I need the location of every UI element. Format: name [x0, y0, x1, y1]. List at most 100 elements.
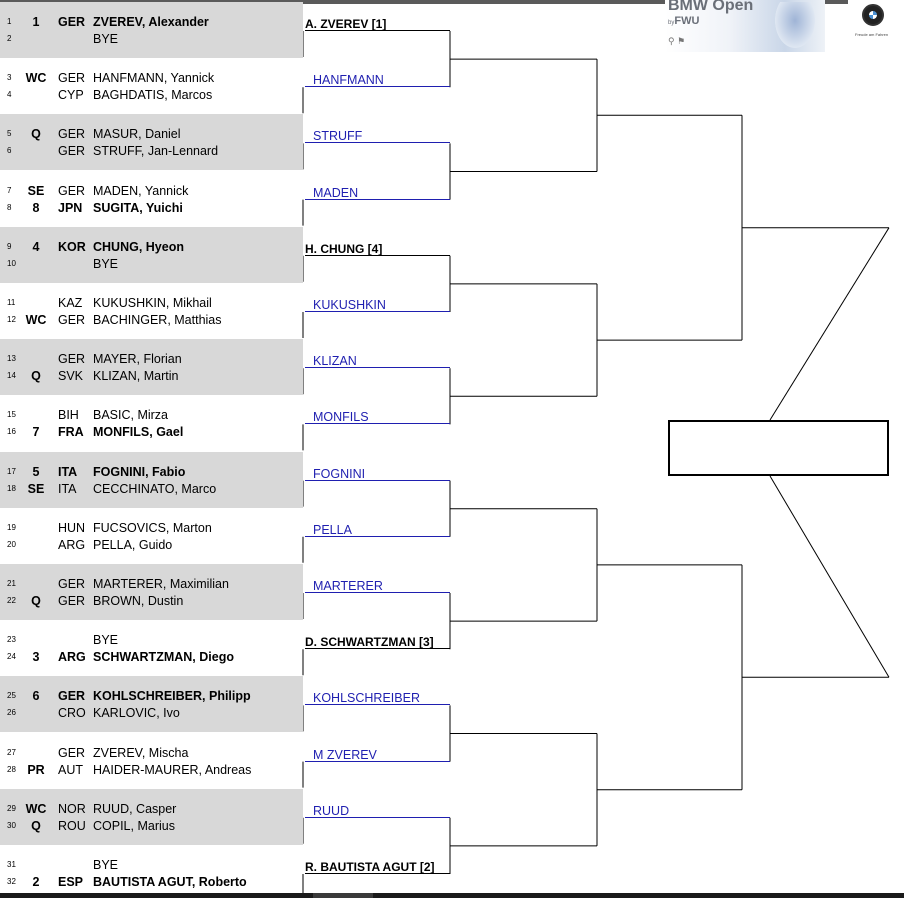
logo-subtitle: byFWU: [668, 15, 699, 27]
draw-number: 28: [7, 764, 16, 774]
round1-winner[interactable]: MADEN: [305, 186, 450, 200]
round1-winner[interactable]: KUKUSHKIN: [305, 298, 450, 312]
draw-number: 8: [7, 202, 12, 212]
player-name: PELLA, Guido: [93, 537, 173, 552]
country-code: JPN: [58, 200, 83, 215]
country-code: SVK: [58, 369, 84, 384]
round1-winner[interactable]: R. BAUTISTA AGUT [2]: [305, 860, 450, 874]
seed-label: PR: [27, 762, 45, 777]
round1-winner[interactable]: KLIZAN: [305, 354, 450, 369]
country-code: GER: [58, 313, 86, 327]
country-code: AUT: [58, 762, 83, 777]
seed-label: 4: [32, 239, 40, 254]
draw-number: 1: [7, 17, 12, 26]
country-code: GER: [58, 127, 86, 142]
player-name: BROWN, Dustin: [93, 594, 184, 608]
round1-winner[interactable]: PELLA: [305, 523, 450, 537]
bottom-border: [0, 893, 904, 898]
country-code: ITA: [58, 481, 77, 496]
player-name: MARTERER, Maximilian: [93, 577, 229, 591]
logo-title: BMW Open: [668, 0, 754, 14]
player-name: MONFILS, Gael: [93, 425, 184, 440]
logo-sponsor: FWU: [674, 15, 700, 27]
seed-label: SE: [27, 183, 45, 198]
round1-winner[interactable]: STRUFF: [305, 129, 450, 144]
draw-number: 29: [7, 803, 16, 813]
player-name: KOHLSCHREIBER, Philipp: [93, 689, 251, 704]
seed-label: Q: [31, 818, 41, 833]
draw-number: 19: [7, 522, 16, 532]
seed-label: 8: [32, 200, 40, 215]
round1-winner[interactable]: M ZVEREV: [305, 748, 450, 762]
draw-number: 3: [7, 73, 12, 83]
logo-icons: ⚲ ⚑: [668, 36, 686, 46]
bmw-roundel-icon: [862, 4, 884, 26]
player-name: BYE: [93, 633, 119, 648]
player-name: MAYER, Florian: [93, 352, 182, 367]
seed-label: 5: [32, 464, 40, 479]
player-row: 19 HUN FUCSOVICS, Marton: [0, 519, 303, 537]
country-code: GER: [58, 352, 86, 367]
round1-winner[interactable]: D. SCHWARTZMAN [3]: [305, 635, 450, 650]
logo-figure-icon: [775, 2, 815, 48]
player-name: KLIZAN, Martin: [93, 369, 179, 384]
top-border: [0, 0, 904, 4]
bmw-tagline: Freude am Fahren: [855, 32, 889, 37]
seed-label: 3: [32, 650, 40, 665]
draw-number: 26: [7, 708, 16, 718]
country-code: HUN: [58, 520, 86, 535]
round1-winner[interactable]: RUUD: [305, 804, 450, 818]
seed-label: WC: [25, 313, 47, 327]
player-name: COPIL, Marius: [93, 818, 175, 833]
draw-number: 15: [7, 410, 16, 420]
round1-winner[interactable]: MARTERER: [305, 579, 450, 593]
player-name: FUCSOVICS, Marton: [93, 520, 212, 535]
round1-winner[interactable]: A. ZVEREV [1]: [305, 17, 450, 31]
round1-winner[interactable]: MONFILS: [305, 410, 450, 425]
bracket-line: [769, 227, 890, 421]
round1-winner[interactable]: HANFMANN: [305, 73, 450, 88]
draw-number: 32: [7, 877, 16, 886]
country-code: FRA: [58, 425, 84, 440]
draw-number: 24: [7, 652, 16, 662]
seed-label: 6: [32, 689, 40, 704]
country-code: ESP: [58, 875, 84, 889]
round1-winner[interactable]: FOGNINI: [305, 467, 450, 481]
round1-winner[interactable]: H. CHUNG [4]: [305, 242, 450, 256]
draw-number: 30: [7, 820, 16, 830]
player-name: SUGITA, Yuichi: [93, 200, 183, 215]
logo-by: by: [668, 20, 675, 26]
country-code: GER: [58, 71, 86, 86]
draw-number: 10: [7, 258, 16, 268]
round1-winner[interactable]: KOHLSCHREIBER: [305, 691, 450, 706]
country-code: ARG: [58, 537, 86, 552]
seed-label: 1: [32, 15, 40, 29]
draw-number: 27: [7, 747, 16, 757]
draw-number: 18: [7, 483, 16, 493]
seed-label: WC: [25, 801, 47, 816]
